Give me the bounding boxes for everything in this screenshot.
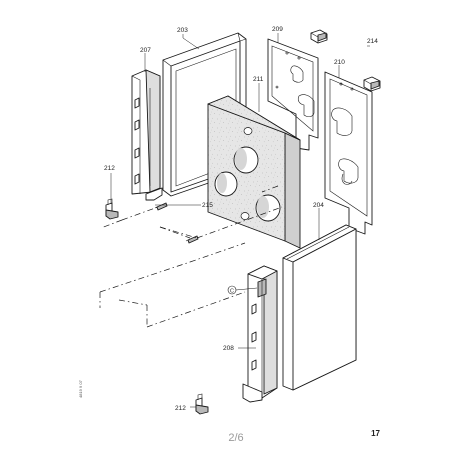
label-211: 211 — [253, 76, 264, 83]
clip-214-bottom — [363, 76, 381, 92]
label-212-top: 212 — [104, 165, 115, 172]
clip-212-bottom — [195, 393, 209, 415]
label-203: 203 — [177, 27, 188, 34]
callout-c: C — [227, 285, 258, 295]
screws-215 — [154, 202, 199, 244]
front-cover-204 — [282, 224, 357, 391]
label-214: 214 — [367, 38, 378, 45]
label-210: 210 — [334, 59, 345, 66]
label-208: 208 — [223, 345, 234, 352]
label-209: 209 — [272, 26, 283, 33]
front-plate-210 — [324, 71, 373, 235]
side-bracket-207 — [131, 69, 163, 201]
side-reference-code: 4819 9 07 — [78, 379, 83, 398]
label-204: 204 — [313, 202, 324, 209]
part-labels: 203 207 209 214 210 211 212 215 204 208 … — [104, 26, 378, 412]
page-indicator: 2/6 — [228, 432, 243, 444]
clip-214-top — [310, 29, 328, 44]
label-207: 207 — [140, 47, 151, 54]
back-plate-209 — [267, 38, 319, 151]
leader-lines — [110, 33, 370, 408]
label-212-bottom: 212 — [175, 405, 186, 412]
assembly-guide-lines — [99, 185, 283, 328]
clip-212-top — [105, 198, 119, 220]
callout-c-letter: C — [230, 288, 234, 294]
side-bracket-208 — [242, 265, 278, 403]
label-215: 215 — [202, 202, 213, 209]
insulation-block-211 — [207, 95, 301, 249]
page-number: 17 — [371, 429, 380, 438]
